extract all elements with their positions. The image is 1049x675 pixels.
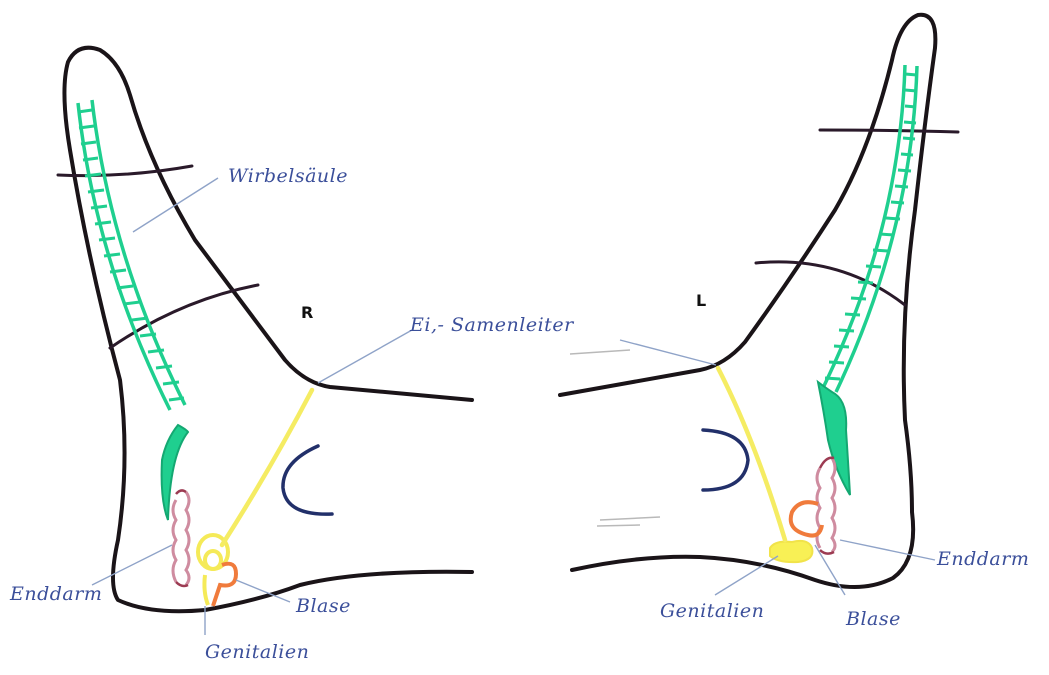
right-spine-segments (824, 72, 918, 381)
left-spine (76, 99, 190, 521)
label-genitals-left: Genitalien (205, 641, 309, 663)
right-spine-tail (816, 379, 851, 496)
smudge-mark (569, 349, 631, 355)
right-organ-outline (701, 428, 750, 492)
right-bladder (788, 500, 824, 538)
left-body-outline (62, 45, 474, 614)
right-lower-cut-line (754, 260, 907, 307)
right-bladder-pointer (814, 544, 846, 596)
side-label-left-animal-l: L (696, 291, 706, 310)
right-upper-cut-line (818, 128, 960, 134)
right-genitalia (769, 539, 814, 564)
right-genitals-pointer (714, 555, 779, 596)
right-duct-pointer (619, 339, 717, 366)
side-label-right-animal-r: R (301, 303, 313, 322)
left-spine-pointer (132, 177, 219, 233)
label-bladder-left: Blase (295, 595, 351, 617)
left-rectum (171, 489, 191, 588)
left-bladder-pointer (235, 579, 291, 603)
right-spine (816, 64, 919, 496)
left-duct-pointer (317, 329, 413, 384)
right-duct (715, 365, 788, 543)
right-rectum-pointer (839, 539, 936, 561)
left-organ-outline (281, 444, 334, 516)
right-animal-drawing (558, 12, 960, 596)
left-upper-cut-line (56, 164, 194, 178)
label-duct: Ei,- Samenleiter (409, 314, 575, 336)
label-genitals-right: Genitalien (660, 600, 764, 622)
left-duct (219, 387, 315, 548)
right-rectum (815, 456, 837, 555)
left-lower-cut-line (108, 283, 260, 350)
left-animal-drawing (56, 45, 474, 635)
left-bladder (211, 561, 239, 607)
left-rectum-pointer (91, 544, 173, 586)
smudge-mark (596, 524, 641, 527)
left-genitalia (196, 533, 230, 606)
left-spine-segments (77, 108, 185, 402)
label-rectum-left: Enddarm (9, 583, 102, 605)
label-bladder-right: Blase (845, 608, 901, 630)
label-spine: Wirbelsäule (228, 165, 348, 187)
label-rectum-right: Enddarm (936, 548, 1029, 570)
left-spine-tail (160, 423, 190, 521)
right-body-outline (558, 12, 938, 589)
smudge-mark (599, 516, 661, 521)
